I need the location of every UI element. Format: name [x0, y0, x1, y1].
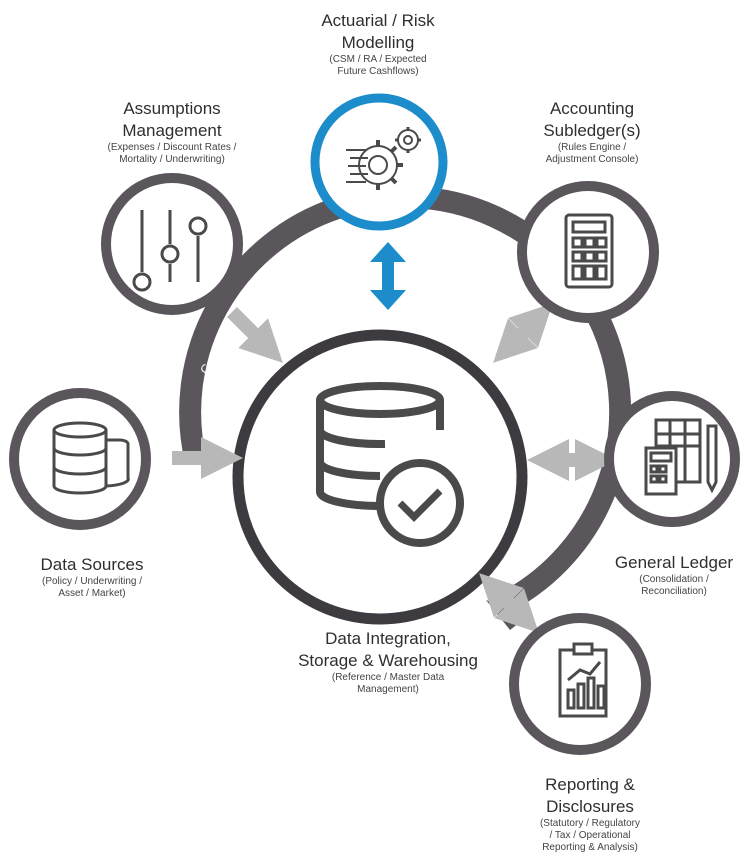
assumptions-title-1: Assumptions: [123, 99, 221, 118]
general-ledger-node[interactable]: [604, 391, 740, 527]
assumptions-title-2: Management: [122, 121, 222, 140]
data-sources-label: Data Sources (Policy / Underwriting / As…: [0, 554, 192, 600]
connectors: [172, 242, 617, 633]
accounting-label: Accounting Subledger(s) (Rules Engine / …: [492, 98, 692, 166]
accounting-node[interactable]: [517, 181, 659, 323]
connector-reporting: [479, 573, 539, 633]
actuarial-sub-2: Future Cashflows): [337, 66, 419, 77]
actuarial-node[interactable]: [310, 93, 448, 231]
reporting-sub-2: / Tax / Operational: [549, 830, 631, 841]
connector-actuarial: [370, 242, 406, 310]
general-ledger-title: General Ledger: [614, 553, 734, 572]
data-sources-node[interactable]: [9, 388, 151, 530]
general-ledger-sub-1: (Consolidation /: [639, 574, 709, 585]
integration-node[interactable]: [232, 329, 528, 625]
data-sources-title: Data Sources: [40, 555, 144, 574]
assumptions-sub-2: Mortality / Underwriting): [119, 154, 225, 165]
reporting-sub-3: Reporting & Analysis): [542, 842, 638, 853]
actuarial-label: Actuarial / Risk Modelling (CSM / RA / E…: [278, 10, 478, 78]
calculator-icon: [564, 213, 614, 289]
accounting-sub-2: Adjustment Console): [545, 154, 639, 165]
accounting-sub-1: (Rules Engine /: [557, 142, 627, 153]
integration-sub-1: (Reference / Master Data: [331, 672, 445, 683]
actuarial-title-1: Actuarial / Risk: [321, 11, 435, 30]
database-check-icon: [315, 382, 464, 547]
general-ledger-label: General Ledger (Consolidation / Reconcil…: [592, 552, 756, 598]
reporting-node[interactable]: [509, 613, 651, 755]
actuarial-sub-1: (CSM / RA / Expected: [329, 54, 427, 65]
actuarial-title-2: Modelling: [341, 33, 415, 52]
data-sources-sub-2: Asset / Market): [58, 588, 126, 599]
integration-title-2: Storage & Warehousing: [298, 651, 478, 670]
report-chart-icon: [558, 642, 608, 718]
integration-label: Data Integration, Storage & Warehousing …: [272, 628, 504, 696]
reporting-title-2: Disclosures: [546, 797, 634, 816]
reporting-label: Reporting & Disclosures (Statutory / Reg…: [490, 774, 690, 854]
ledger-icon: [644, 418, 718, 496]
integration-sub-2: Management): [357, 684, 419, 695]
gears-icon: [346, 127, 421, 190]
reporting-title-1: Reporting &: [545, 775, 635, 794]
assumptions-node[interactable]: [101, 173, 243, 315]
reporting-sub-1: (Statutory / Regulatory: [539, 818, 641, 829]
assumptions-sub-1: (Expenses / Discount Rates /: [107, 142, 237, 153]
accounting-title-2: Subledger(s): [543, 121, 641, 140]
connector-assumptions: [227, 307, 283, 363]
accounting-title-1: Accounting: [549, 99, 635, 118]
sliders-icon: [132, 210, 208, 292]
general-ledger-sub-2: Reconciliation): [641, 586, 707, 597]
data-sources-sub-1: (Policy / Underwriting /: [41, 576, 143, 587]
integration-title-1: Data Integration,: [325, 629, 451, 648]
database-icon: [52, 421, 130, 495]
connector-accounting: [493, 303, 553, 363]
assumptions-label: Assumptions Management (Expenses / Disco…: [72, 98, 272, 166]
